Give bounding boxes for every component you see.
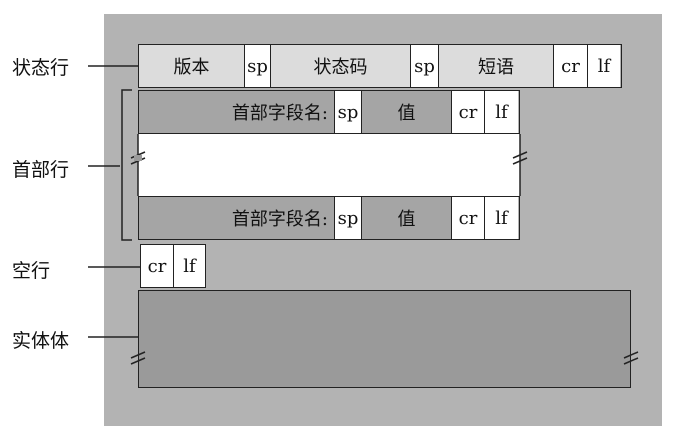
cr-cell: cr — [554, 45, 588, 87]
blank-line-row: cr lf — [140, 244, 206, 288]
entity-body-label: 实体体 — [12, 330, 70, 352]
lf-cell: lf — [174, 245, 205, 287]
sp-cell: sp — [411, 45, 439, 87]
lf-cell: lf — [485, 197, 518, 239]
header-line-row: 首部字段名: sp 值 cr lf — [138, 196, 520, 240]
break-mark — [512, 157, 528, 165]
cr-cell: cr — [452, 197, 485, 239]
header-field-name-cell: 首部字段名: — [139, 91, 335, 133]
header-bracket — [121, 89, 132, 241]
sp-cell: sp — [335, 91, 362, 133]
break-gap — [134, 155, 142, 161]
cr-cell: cr — [452, 91, 485, 133]
entity-body-box — [138, 290, 631, 388]
sp-cell: sp — [335, 197, 362, 239]
header-value-cell: 值 — [362, 91, 452, 133]
blank-line-label: 空行 — [12, 260, 51, 282]
phrase-cell: 短语 — [439, 45, 554, 87]
sp-cell: sp — [245, 45, 271, 87]
status-line-row: 版本 sp 状态码 sp 短语 cr lf — [138, 44, 622, 88]
break-mark — [130, 357, 146, 365]
header-lines-label: 首部行 — [12, 159, 70, 181]
break-mark — [623, 351, 639, 359]
break-mark — [130, 351, 146, 359]
header-value-cell: 值 — [362, 197, 452, 239]
lf-cell: lf — [485, 91, 518, 133]
header-field-name-cell: 首部字段名: — [139, 197, 335, 239]
version-cell: 版本 — [139, 45, 245, 87]
status-code-cell: 状态码 — [271, 45, 411, 87]
break-mark — [623, 357, 639, 365]
break-mark — [512, 151, 528, 159]
header-line-row: 首部字段名: sp 值 cr lf — [138, 90, 520, 134]
cr-cell: cr — [141, 245, 174, 287]
lf-cell: lf — [588, 45, 620, 87]
header-continuation-gap — [138, 134, 520, 196]
status-line-label: 状态行 — [12, 57, 70, 79]
